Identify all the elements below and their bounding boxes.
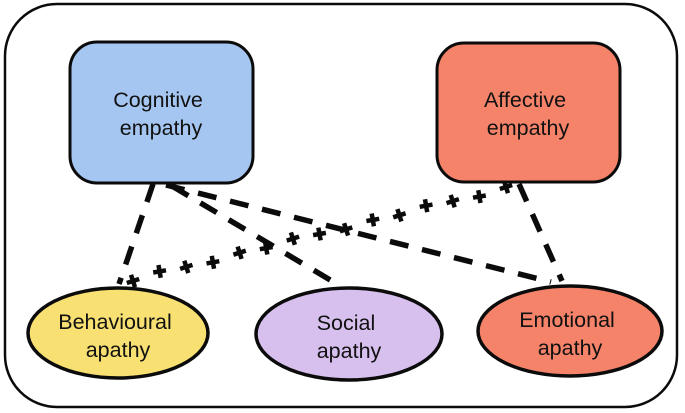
social-apathy-ellipse (254, 286, 444, 382)
social-apathy-label: Social apathy (317, 311, 382, 363)
emotional-apathy-label: Emotional apathy (519, 308, 621, 360)
edge-cognitive-emotional (165, 182, 552, 285)
plus-mark (472, 189, 487, 204)
edge-affective-behavioural-plus-signs (126, 180, 513, 288)
plus-mark (126, 274, 140, 288)
plus-mark (152, 264, 167, 279)
plus-mark (392, 208, 407, 223)
plus-mark (206, 255, 220, 270)
node-emotional-apathy: Emotional apathy (476, 284, 664, 378)
plus-mark (312, 227, 327, 241)
plus-mark (339, 222, 353, 237)
plus-mark (179, 260, 194, 274)
cognitive-empathy-box (68, 40, 255, 185)
plus-mark (419, 198, 433, 213)
edge-cognitive-behavioural (116, 183, 156, 285)
affective-empathy-box (435, 41, 622, 184)
behavioural-apathy-label: Behavioural apathy (58, 310, 178, 362)
cognitive-empathy-label: Cognitive empathy (113, 88, 209, 140)
edges (116, 180, 565, 290)
plus-mark (232, 245, 247, 260)
plus-mark (286, 231, 300, 246)
emotional-apathy-ellipse (476, 284, 664, 378)
node-social-apathy: Social apathy (254, 286, 444, 382)
plus-mark (259, 241, 273, 255)
plus-mark (445, 194, 460, 208)
edge-affective-emotional (516, 182, 565, 283)
node-cognitive-empathy: Cognitive empathy (68, 40, 255, 185)
behavioural-apathy-ellipse (26, 286, 210, 380)
plus-mark (366, 213, 380, 227)
affective-empathy-label: Affective empathy (484, 88, 572, 140)
node-affective-empathy: Affective empathy (435, 41, 622, 184)
node-behavioural-apathy: Behavioural apathy (26, 286, 210, 380)
